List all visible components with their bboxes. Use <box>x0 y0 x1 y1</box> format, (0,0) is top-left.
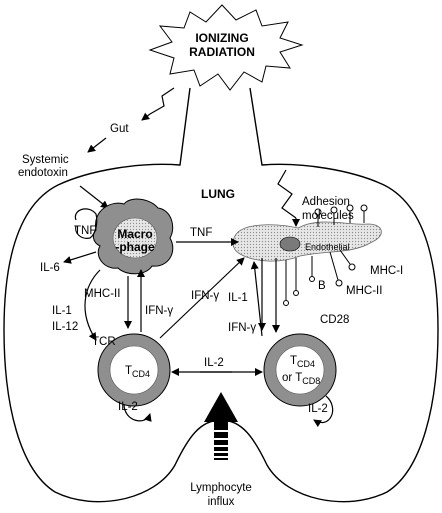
lymphocyte-influx-arrow <box>204 392 238 460</box>
macrophage-cell <box>92 198 174 275</box>
tcr-label: TCR <box>92 336 116 348</box>
systemic-endotoxin-line1: Systemic <box>22 154 69 166</box>
il1-il12-curve-arrow <box>84 269 101 341</box>
mhc-i-label: MHC-I <box>370 265 403 277</box>
ifn-right-label: IFN-γ <box>228 322 256 334</box>
tcd4-tcd8-cell-right <box>263 333 337 407</box>
tnf-left-label: TNF <box>74 225 96 237</box>
cd28-label: CD28 <box>320 314 349 326</box>
adhesion-molecules-line2: molecules <box>302 210 354 222</box>
tcd4-cell-left <box>97 333 171 407</box>
tcd4-left-label: TCD4 <box>125 365 150 379</box>
macrophage-label-line1: Macro <box>117 227 152 241</box>
il6-label: IL-6 <box>40 262 60 274</box>
lymphocyte-influx-line1: Lymphocyte <box>190 482 252 494</box>
radiation-label-line2: RADIATION <box>189 45 255 59</box>
macrophage-label-line2: -phage <box>115 240 155 254</box>
endothelial-label: Endothelial <box>305 242 350 252</box>
il6-arrow <box>63 251 97 264</box>
il2-left-label: IL-2 <box>118 401 138 413</box>
il1-left-label: IL-1 <box>52 305 72 317</box>
gut-to-endotoxin-arrow <box>87 137 107 153</box>
il2-middle-label: IL-2 <box>204 357 224 369</box>
radiation-starburst <box>148 4 304 91</box>
endotoxin-to-macrophage-arrow <box>79 185 109 209</box>
tcd4-right-label-line2: or TCD8 <box>282 372 320 386</box>
il12-label: IL-12 <box>52 321 78 333</box>
endothelial-receptors <box>283 249 356 306</box>
ifn-left-label: IFN-γ <box>145 305 173 317</box>
il2-right-autocrine-loop <box>313 395 334 428</box>
ifn-tcd4-to-endothelium-arrow <box>159 257 245 339</box>
b-label: B <box>318 280 326 292</box>
il2-right-label: IL-2 <box>308 403 328 415</box>
ifn-middle-label: IFN-γ <box>191 290 219 302</box>
il2-left-autocrine-loop <box>123 403 152 422</box>
gut-label: Gut <box>110 123 129 135</box>
endothelial-cell <box>232 221 382 262</box>
il1-right-label: IL-1 <box>228 292 248 304</box>
lung-label: LUNG <box>201 187 235 201</box>
zigzag-to-adhesion <box>277 169 297 219</box>
mhc-ii-right-label: MHC-II <box>346 285 382 297</box>
zigzag-to-gut <box>149 87 175 115</box>
tnf-autocrine-loop <box>74 208 98 239</box>
adhesion-molecule-stalks <box>314 204 368 227</box>
lymphocyte-influx-line2: influx <box>208 496 235 508</box>
systemic-endotoxin-line2: endotoxin <box>18 167 68 179</box>
radiation-label-line1: IONIZING <box>195 31 248 45</box>
tnf-middle-label: TNF <box>190 227 212 239</box>
tcd4-right-label-line1: TCD4 <box>290 355 315 369</box>
adhesion-molecules-line1: Adhesion <box>302 196 350 208</box>
mhc-ii-left-label: MHC-II <box>84 288 120 300</box>
